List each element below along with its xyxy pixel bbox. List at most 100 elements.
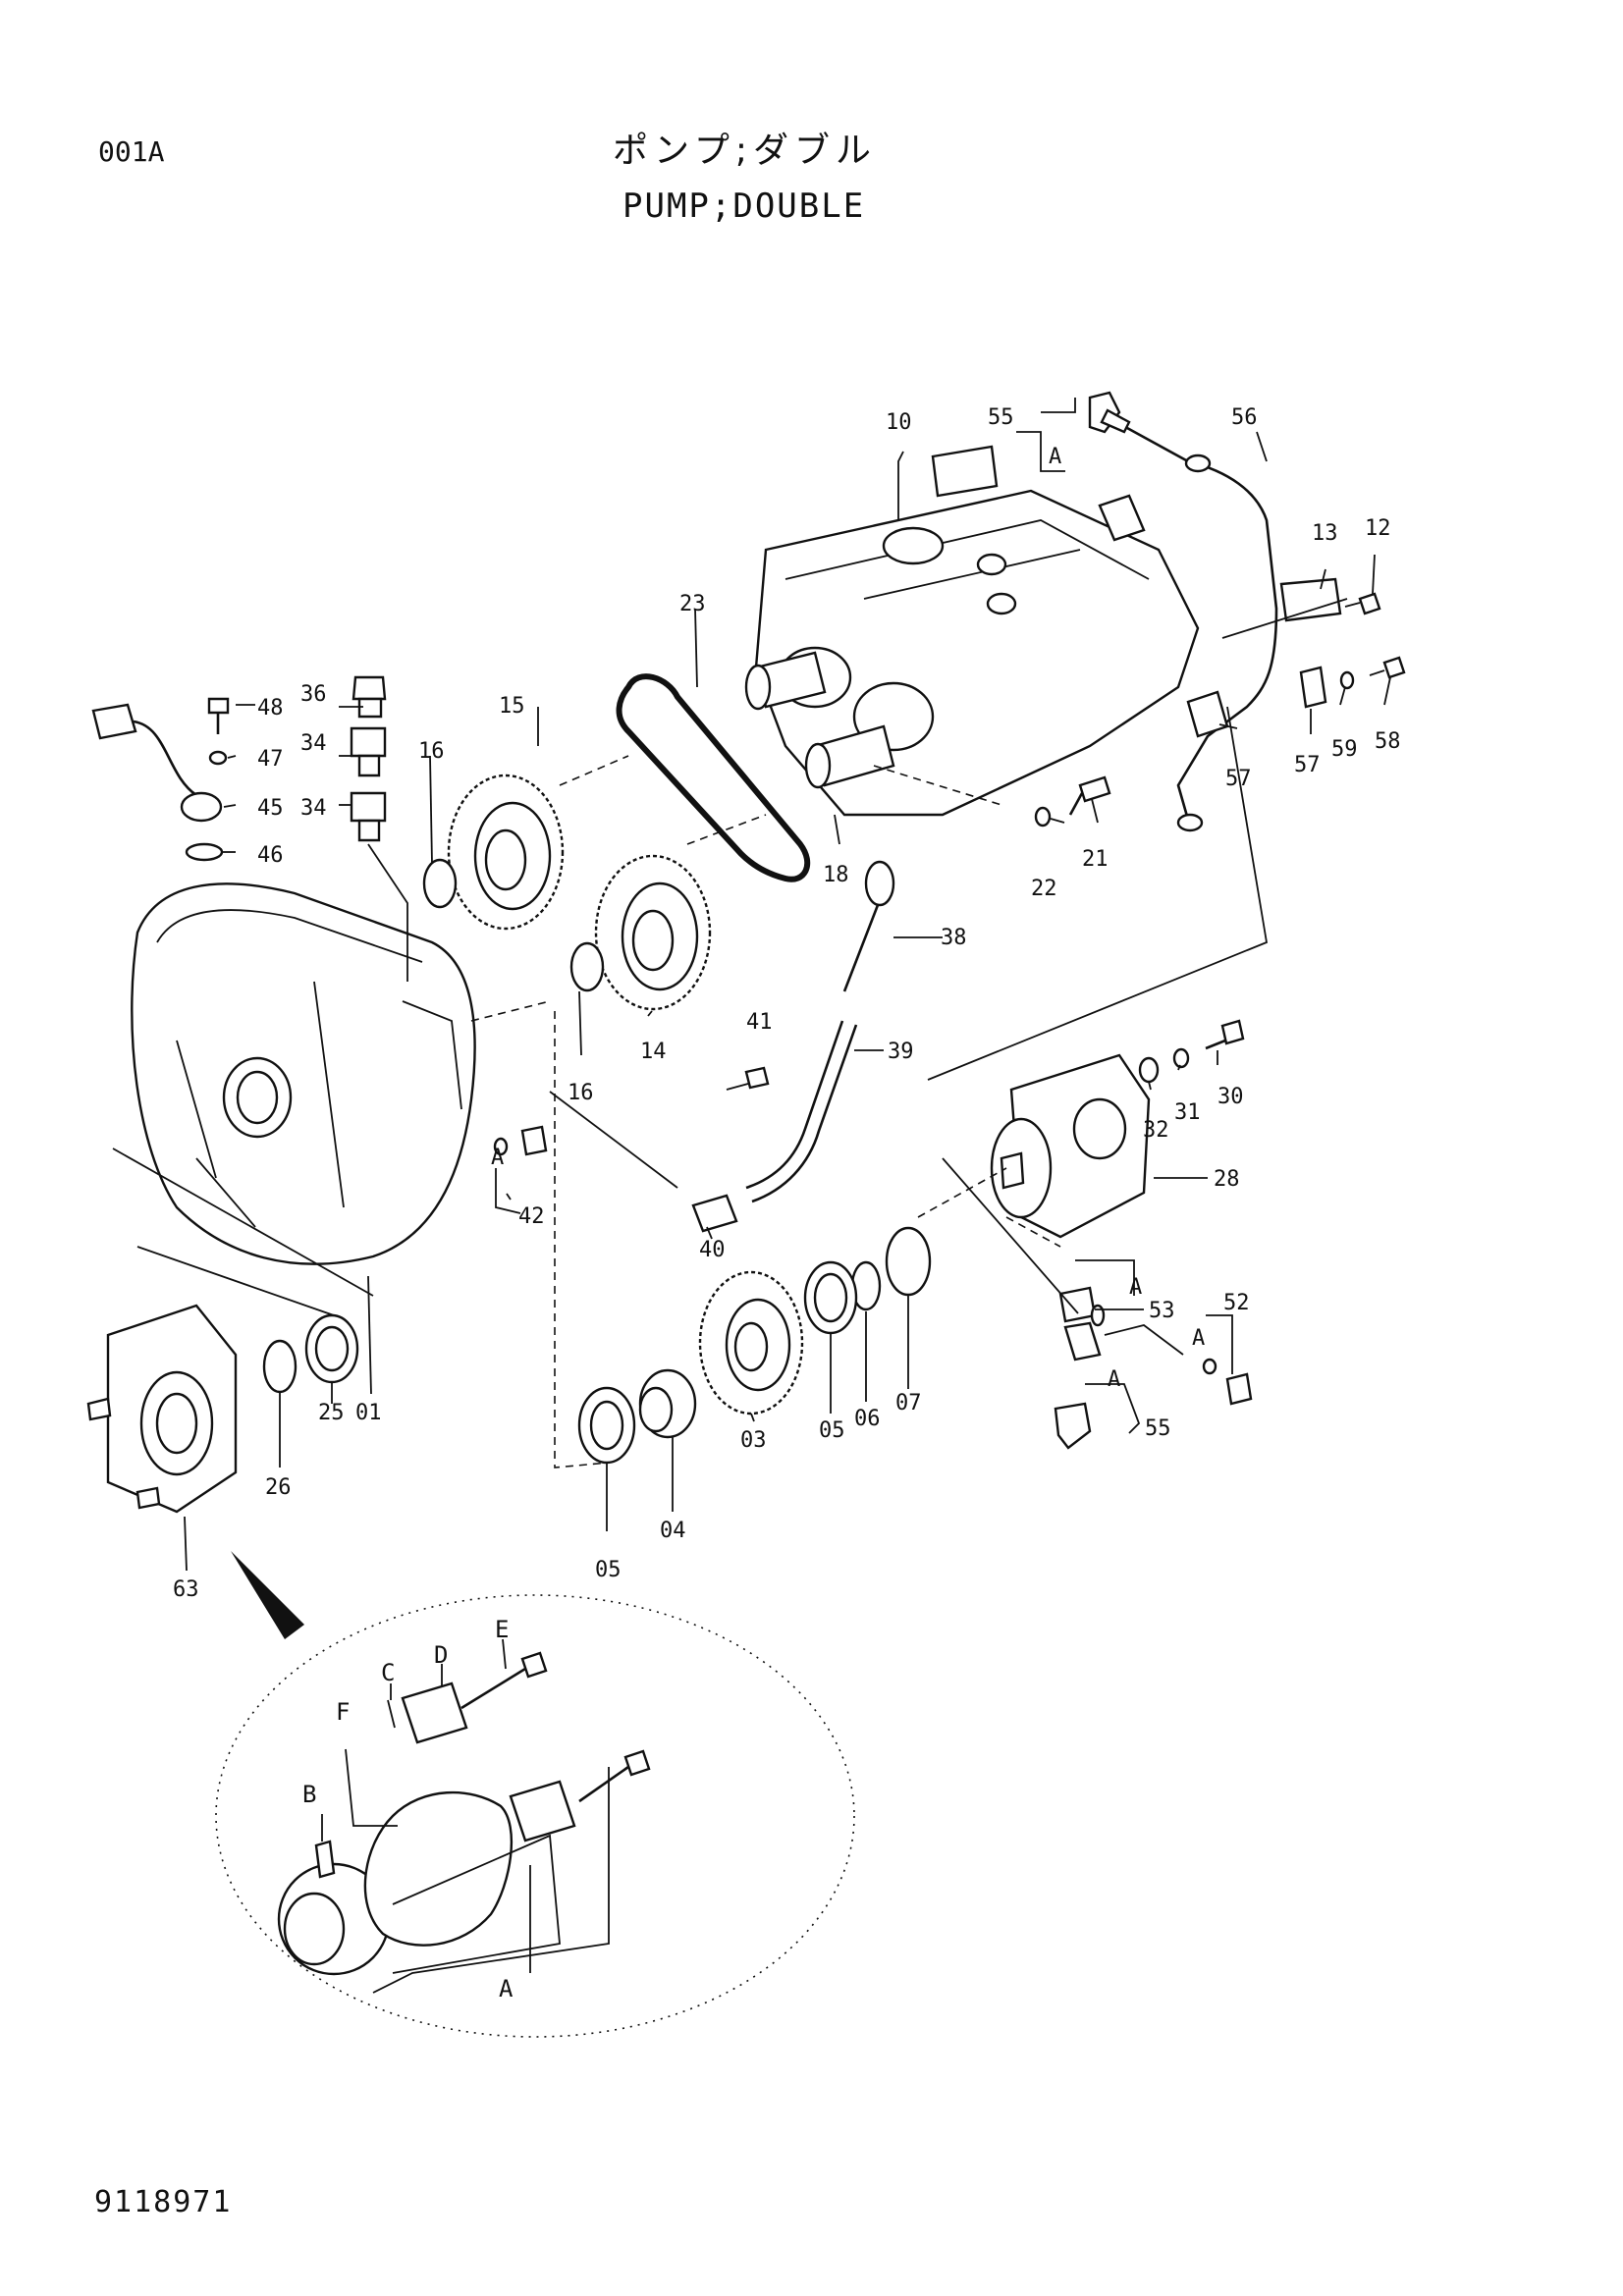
plate-part-13[interactable]	[1279, 577, 1342, 622]
bearing-part-05-right[interactable]	[803, 1260, 858, 1335]
pump-shaft-lower[interactable]	[804, 724, 895, 789]
plug-part-34-upper[interactable]	[350, 726, 387, 777]
callout-label: A	[491, 1146, 504, 1170]
callout-label: 21	[1082, 847, 1109, 872]
callout-label: 34	[300, 731, 327, 756]
plug-part-34-lower[interactable]	[350, 791, 387, 842]
hub-part-b[interactable]	[277, 1840, 391, 1976]
bolt-part-48[interactable]	[207, 697, 230, 734]
callout-labels: 55 56 10 A 13 12 23 36 48 15 34 47 16 34…	[173, 405, 1401, 2002]
fitting-part-55-lower[interactable]	[1054, 1402, 1092, 1450]
callout-label: 32	[1143, 1118, 1169, 1143]
leader-lines	[112, 398, 1391, 1994]
callout-label: 59	[1331, 737, 1358, 762]
spider-part-f[interactable]	[363, 1790, 514, 1947]
screw-part-e-lower[interactable]	[578, 1749, 651, 1803]
pin-part-c[interactable]	[387, 1699, 396, 1729]
callout-label: 57	[1294, 753, 1321, 777]
bolt-part-30[interactable]	[1205, 1019, 1245, 1050]
clamp-part-57[interactable]	[1186, 666, 1327, 738]
o-ring-part-23[interactable]	[616, 673, 811, 882]
snap-ring-part-26[interactable]	[262, 1339, 298, 1394]
washer-part-47[interactable]	[208, 750, 228, 766]
callout-label: 06	[854, 1407, 881, 1431]
callout-label: D	[434, 1641, 448, 1669]
coupling-part-63[interactable]	[86, 1304, 238, 1514]
callout-label: 40	[699, 1238, 726, 1262]
washer-part-59[interactable]	[1339, 670, 1355, 690]
callout-label: 52	[1223, 1291, 1250, 1315]
bolt-part-21[interactable]	[1068, 775, 1111, 816]
jaw-part-d[interactable]	[401, 1682, 468, 1744]
dipstick-part-38[interactable]	[842, 860, 895, 992]
callout-label: 05	[595, 1558, 622, 1582]
washer-part-22[interactable]	[1034, 806, 1052, 828]
callout-label: 18	[823, 863, 849, 887]
callout-label: F	[336, 1698, 350, 1726]
sensor-part-45[interactable]	[91, 703, 223, 823]
callout-label: 30	[1217, 1085, 1244, 1109]
bolt-part-58[interactable]	[1369, 656, 1406, 679]
snap-ring-part-07[interactable]	[885, 1226, 932, 1297]
coupling-detail-view	[215, 1551, 855, 2038]
callout-label: A	[1192, 1326, 1205, 1351]
snap-ring-part-16-upper[interactable]	[422, 858, 458, 909]
elbow-fitting-part-55[interactable]	[1088, 391, 1131, 434]
pump-shaft-upper[interactable]	[744, 651, 827, 711]
callout-label: 34	[300, 796, 327, 821]
callout-label: 63	[173, 1577, 199, 1602]
callout-label: 53	[1149, 1299, 1175, 1323]
bolt-part-41[interactable]	[726, 1066, 770, 1091]
o-ring-part-32[interactable]	[1138, 1056, 1160, 1084]
callout-label: A	[1129, 1275, 1142, 1300]
flange-part-40[interactable]	[691, 1194, 738, 1233]
gear-pump-part-28[interactable]	[990, 1053, 1151, 1239]
callout-label: 55	[988, 405, 1014, 430]
drawing-number: 9118971	[94, 2185, 233, 2219]
seal-part-25[interactable]	[304, 1313, 359, 1384]
callout-label: 16	[568, 1081, 594, 1105]
callout-label: 07	[895, 1391, 922, 1415]
snap-ring-part-16-lower[interactable]	[569, 941, 605, 992]
callout-label: 26	[265, 1475, 292, 1500]
callout-label: 31	[1174, 1100, 1201, 1125]
bearing-part-05-left[interactable]	[577, 1386, 636, 1465]
callout-label: 58	[1375, 729, 1401, 754]
gear-part-15[interactable]	[447, 774, 565, 931]
callout-label: 57	[1225, 767, 1252, 791]
screw-part-e[interactable]	[460, 1651, 548, 1710]
callout-label: 22	[1031, 877, 1057, 901]
callout-label: 47	[257, 747, 284, 772]
callout-label: 01	[355, 1401, 382, 1425]
plug-part-52[interactable]	[1202, 1358, 1253, 1406]
fitting-part-53[interactable]	[1058, 1286, 1106, 1362]
housing-part-01[interactable]	[131, 882, 476, 1265]
callout-label: 38	[941, 926, 967, 950]
gear-part-03[interactable]	[698, 1270, 804, 1415]
callout-label: 04	[660, 1519, 686, 1543]
bolt-part-12[interactable]	[1344, 592, 1381, 615]
callout-label: 55	[1145, 1416, 1171, 1441]
jaw-part-d-lower[interactable]	[509, 1780, 576, 1842]
tube-part-39[interactable]	[745, 1020, 858, 1203]
callout-label: C	[381, 1659, 395, 1686]
o-ring-part-46[interactable]	[185, 842, 224, 862]
plug-part-42[interactable]	[493, 1125, 548, 1156]
title-english: PUMP;DOUBLE	[622, 187, 866, 226]
pipe-part-56[interactable]	[1126, 426, 1278, 832]
callout-label: 23	[679, 592, 706, 616]
callout-label: A	[1108, 1367, 1120, 1392]
callout-label: 46	[257, 843, 284, 868]
callout-label: 39	[888, 1040, 914, 1064]
plug-part-36[interactable]	[352, 675, 387, 719]
callout-label: E	[495, 1616, 509, 1643]
gear-part-14[interactable]	[594, 854, 712, 1011]
callout-label: 16	[418, 739, 445, 764]
callout-label: 56	[1231, 405, 1258, 430]
page-code: 001A	[98, 135, 165, 168]
washer-part-31[interactable]	[1172, 1047, 1190, 1069]
callout-label: 14	[640, 1040, 667, 1064]
shaft-part-04[interactable]	[638, 1368, 697, 1439]
callout-label: A	[1049, 445, 1061, 469]
